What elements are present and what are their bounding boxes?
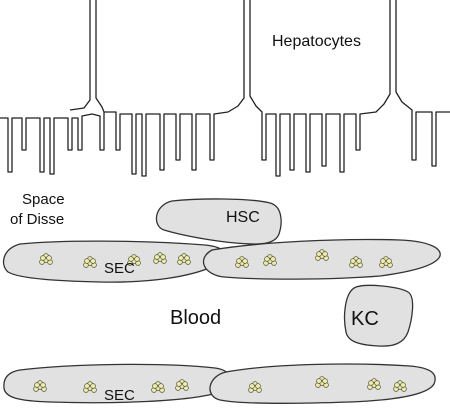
granule: [152, 383, 158, 389]
granule-cluster: [175, 379, 189, 391]
granule: [322, 251, 328, 257]
blood-label: Blood: [170, 307, 221, 329]
granule-cluster: [315, 376, 329, 388]
sec-label-upper: SEC: [104, 260, 135, 277]
granule: [34, 382, 40, 388]
granule-cluster: [33, 380, 47, 392]
granule-cluster: [177, 253, 191, 265]
granule: [350, 258, 356, 264]
granule: [158, 383, 164, 389]
granule: [134, 256, 140, 262]
granule: [374, 380, 380, 386]
granule: [40, 382, 46, 388]
granule: [386, 258, 392, 264]
hsc-cell: [155, 198, 282, 245]
granule: [255, 383, 261, 389]
sec-cell-upper-right: [202, 238, 441, 280]
granule: [84, 383, 90, 389]
granule-cluster: [315, 249, 329, 261]
granule: [236, 258, 242, 264]
hepatocyte-membrane-middle: [104, 0, 245, 177]
granule-cluster: [153, 252, 167, 264]
granule: [184, 255, 190, 261]
granule-cluster: [263, 254, 277, 266]
kc-cell: [343, 284, 414, 347]
granule-cluster: [83, 256, 97, 268]
granule-cluster: [379, 256, 393, 268]
sec-label-lower: SEC: [104, 387, 135, 404]
granule: [178, 255, 184, 261]
granule-cluster: [367, 378, 381, 390]
granule-cluster: [151, 381, 165, 393]
granule: [322, 378, 328, 384]
hepatocyte-layer: [0, 0, 450, 177]
granule: [270, 256, 276, 262]
granule: [316, 251, 322, 257]
granule: [249, 383, 255, 389]
granule: [264, 256, 270, 262]
granule-cluster: [39, 253, 53, 265]
granule: [176, 381, 182, 387]
granule: [316, 378, 322, 384]
sec-cell-lower-left: [3, 363, 233, 404]
granule-cluster: [393, 380, 407, 392]
hsc-label: HSC: [226, 209, 260, 226]
granule: [242, 258, 248, 264]
granule: [160, 254, 166, 260]
granule: [400, 382, 406, 388]
sec-cell-upper-left: [2, 240, 226, 283]
space-of-disse-label-line2: of Disse: [10, 211, 64, 228]
granule: [46, 255, 52, 261]
granule-cluster: [235, 256, 249, 268]
granule: [40, 255, 46, 261]
space-of-disse-label-line1: Space: [22, 191, 65, 208]
hepatocytes-label: Hepatocytes: [272, 33, 361, 50]
granule: [84, 258, 90, 264]
granule: [182, 381, 188, 387]
granule: [90, 258, 96, 264]
granule-layer: [33, 249, 407, 393]
granule: [154, 254, 160, 260]
kc-label: KC: [351, 308, 379, 330]
granule: [394, 382, 400, 388]
hepatocyte-membrane-middle-inner: [249, 0, 391, 177]
hepatocyte-membrane-left: [0, 0, 105, 175]
hepatocyte-membrane-left-inner: [69, 0, 91, 111]
granule-cluster: [349, 256, 363, 268]
granule: [128, 256, 134, 262]
hepatocyte-membrane-right: [395, 0, 450, 167]
granule: [356, 258, 362, 264]
granule: [380, 258, 386, 264]
granule: [90, 383, 96, 389]
granule-cluster: [127, 254, 141, 266]
granule: [368, 380, 374, 386]
granule-cluster: [83, 381, 97, 393]
granule-cluster: [248, 381, 262, 393]
